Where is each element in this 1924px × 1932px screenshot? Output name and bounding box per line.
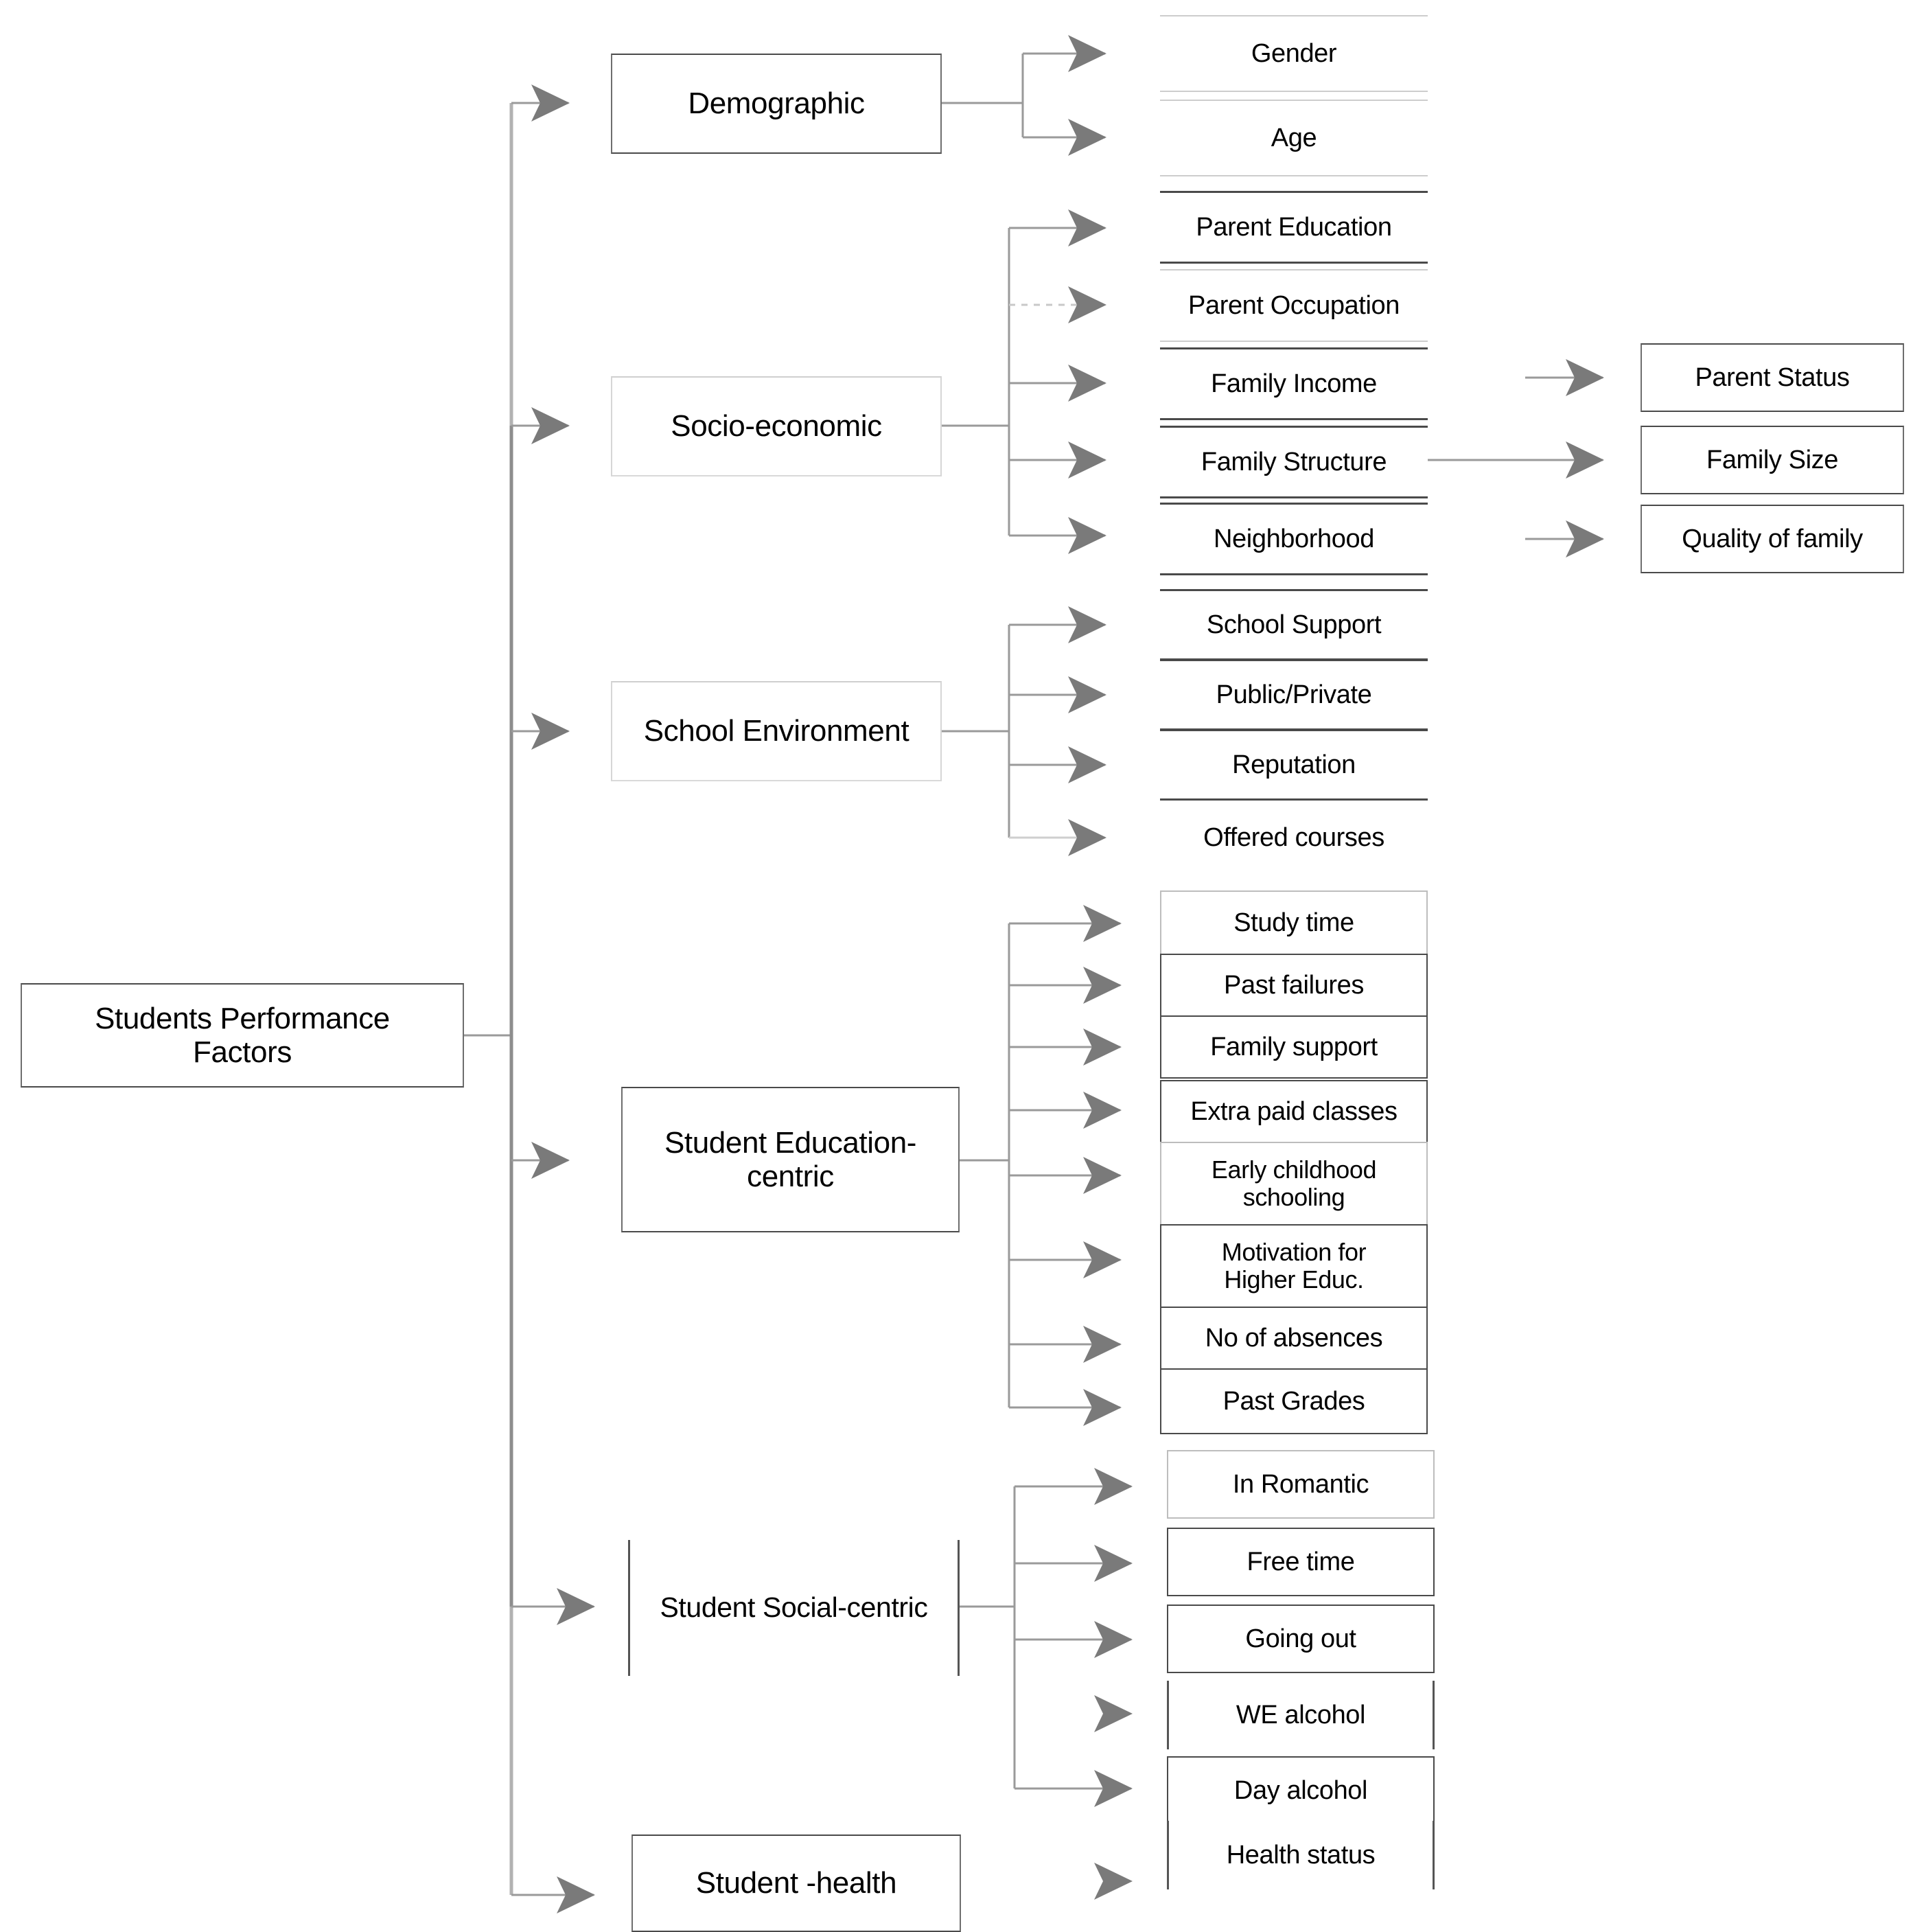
leaf-label-motivation-higher-educ: Motivation for Higher Educ.	[1221, 1237, 1367, 1293]
wire-demographic-bus	[942, 54, 1024, 137]
wire-demographic-leaves	[1023, 35, 1106, 156]
leaf-node-public-private[interactable]: Public/Private	[1160, 659, 1428, 731]
leaf-label-reputation: Reputation	[1232, 750, 1356, 779]
leaf-node-no-of-absences[interactable]: No of absences	[1160, 1307, 1428, 1370]
leaf-node-past-grades[interactable]: Past Grades	[1160, 1368, 1428, 1434]
wire-edu-bus	[960, 923, 1010, 1407]
branch-node-student-social-centric[interactable]: Student Social-centric	[628, 1540, 960, 1676]
leaf-node-in-romantic[interactable]: In Romantic	[1167, 1450, 1435, 1519]
leaf-node-family-support[interactable]: Family support	[1160, 1015, 1428, 1079]
leaf-node-free-time[interactable]: Free time	[1167, 1528, 1435, 1596]
leaf-label-family-structure: Family Structure	[1201, 447, 1387, 476]
leaf-node-day-alcohol[interactable]: Day alcohol	[1167, 1756, 1435, 1825]
leaf-node-early-childhood-schooling[interactable]: Early childhood schooling	[1160, 1142, 1428, 1226]
leaf-node-gender[interactable]: Gender	[1160, 15, 1428, 92]
wire-socio-leaves	[1009, 209, 1106, 554]
leaf-node-parent-status[interactable]: Parent Status	[1641, 343, 1904, 412]
leaf-node-going-out[interactable]: Going out	[1167, 1605, 1435, 1673]
leaf-node-age[interactable]: Age	[1160, 100, 1428, 176]
leaf-label-family-support: Family support	[1210, 1032, 1378, 1061]
wire-school-bus	[942, 625, 1010, 838]
wire-social-bus	[960, 1486, 1016, 1789]
leaf-label-we-alcohol: WE alcohol	[1236, 1700, 1366, 1729]
branch-label-student-social-centric: Student Social-centric	[660, 1591, 928, 1624]
wire-edu-leaves	[1009, 905, 1122, 1426]
leaf-node-extra-paid-classes[interactable]: Extra paid classes	[1160, 1080, 1428, 1143]
branch-label-student-education-centric: Student Education- centric	[664, 1125, 917, 1193]
leaf-node-family-structure[interactable]: Family Structure	[1160, 426, 1428, 498]
leaf-label-free-time: Free time	[1247, 1547, 1355, 1576]
branch-node-school-environment[interactable]: School Environment	[611, 681, 942, 781]
leaf-node-family-size[interactable]: Family Size	[1641, 426, 1904, 494]
leaf-node-family-income[interactable]: Family Income	[1160, 347, 1428, 420]
leaf-label-parent-occupation: Parent Occupation	[1188, 290, 1400, 320]
branch-node-student-health[interactable]: Student -health	[631, 1835, 961, 1932]
branch-label-school-environment: School Environment	[643, 714, 909, 748]
leaf-label-family-income: Family Income	[1211, 369, 1377, 398]
wire-social-leaves	[1015, 1468, 1133, 1807]
leaf-node-past-failures[interactable]: Past failures	[1160, 954, 1428, 1017]
branch-node-student-education-centric[interactable]: Student Education- centric	[621, 1087, 960, 1232]
wire-socio-bus	[942, 228, 1010, 536]
leaf-node-health-status[interactable]: Health status	[1167, 1821, 1435, 1889]
leaf-label-family-size: Family Size	[1706, 445, 1838, 474]
wire-school-leaves	[1009, 606, 1106, 783]
leaf-node-neighborhood[interactable]: Neighborhood	[1160, 503, 1428, 575]
leaf-label-neighborhood: Neighborhood	[1214, 524, 1374, 553]
root-node-label: Students Performance Factors	[95, 1001, 390, 1069]
leaf-label-going-out: Going out	[1245, 1624, 1356, 1653]
leaf-label-parent-education: Parent Education	[1196, 212, 1392, 242]
leaf-node-quality-of-family[interactable]: Quality of family	[1641, 505, 1904, 573]
leaf-node-we-alcohol[interactable]: WE alcohol	[1167, 1681, 1435, 1749]
leaf-node-motivation-higher-educ[interactable]: Motivation for Higher Educ.	[1160, 1224, 1428, 1308]
leaf-label-gender: Gender	[1251, 38, 1337, 68]
branch-label-student-health: Student -health	[695, 1866, 897, 1900]
leaf-label-day-alcohol: Day alcohol	[1233, 1775, 1368, 1805]
leaf-label-study-time: Study time	[1233, 908, 1354, 937]
leaf-label-offered-courses: Offered courses	[1203, 823, 1384, 852]
branch-node-socio-economic[interactable]: Socio-economic	[611, 376, 942, 476]
leaf-node-study-time[interactable]: Study time	[1160, 890, 1428, 955]
leaf-label-early-childhood-schooling: Early childhood schooling	[1211, 1155, 1377, 1211]
leaf-node-parent-education[interactable]: Parent Education	[1160, 191, 1428, 264]
leaf-node-offered-courses[interactable]: Offered courses	[1160, 802, 1428, 873]
leaf-label-no-of-absences: No of absences	[1205, 1323, 1383, 1353]
leaf-label-past-failures: Past failures	[1224, 970, 1364, 1000]
leaf-label-age: Age	[1271, 123, 1317, 152]
leaf-node-parent-occupation[interactable]: Parent Occupation	[1160, 269, 1428, 342]
leaf-label-extra-paid-classes: Extra paid classes	[1190, 1096, 1398, 1126]
leaf-node-school-support[interactable]: School Support	[1160, 589, 1428, 660]
root-node[interactable]: Students Performance Factors	[21, 983, 464, 1088]
branch-label-demographic: Demographic	[688, 87, 865, 121]
leaf-label-health-status: Health status	[1226, 1840, 1376, 1870]
leaf-label-parent-status: Parent Status	[1695, 363, 1850, 392]
leaf-label-in-romantic: In Romantic	[1232, 1469, 1369, 1499]
leaf-label-quality-of-family: Quality of family	[1682, 524, 1863, 553]
leaf-label-public-private: Public/Private	[1216, 680, 1372, 709]
wire-trunk-branches	[511, 84, 595, 1913]
leaf-label-past-grades: Past Grades	[1222, 1386, 1365, 1416]
branch-node-demographic[interactable]: Demographic	[611, 54, 942, 154]
wire-level3	[1417, 359, 1604, 557]
branch-label-socio-economic: Socio-economic	[671, 409, 882, 444]
leaf-label-school-support: School Support	[1206, 610, 1382, 639]
leaf-node-reputation[interactable]: Reputation	[1160, 729, 1428, 801]
